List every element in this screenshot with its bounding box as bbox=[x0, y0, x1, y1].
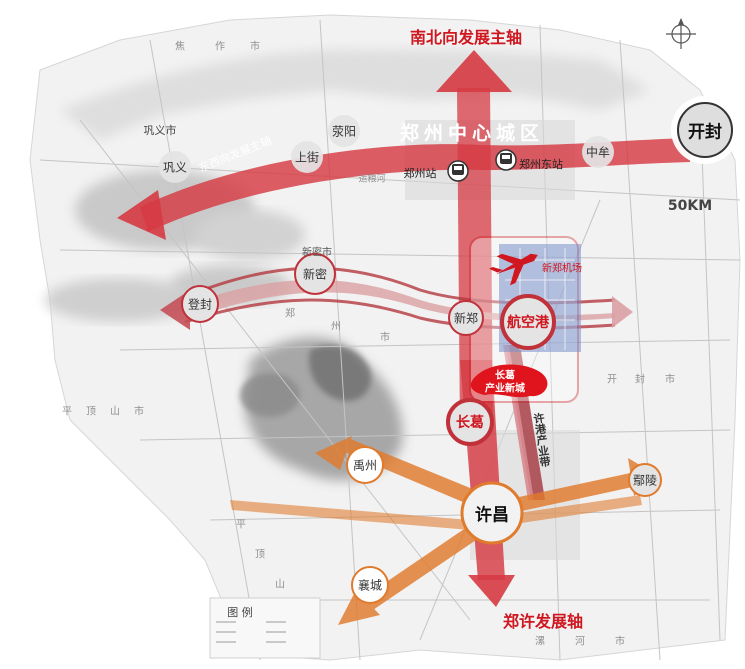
xinmi-city-label: 新密市 bbox=[302, 247, 332, 259]
node-xinmi: 新密 bbox=[302, 267, 328, 282]
gongyi-city-label: 巩义市 bbox=[143, 124, 177, 137]
faint-zhou: 州 bbox=[331, 321, 341, 333]
faint-ding: 顶 bbox=[255, 549, 265, 561]
legend-title: 图 例 bbox=[227, 606, 253, 619]
node-changge: 长葛 bbox=[456, 415, 484, 431]
node-xiangcheng: 襄城 bbox=[357, 578, 383, 593]
faint-feng: 封 bbox=[635, 374, 645, 386]
faint-shi2: 市 bbox=[380, 332, 390, 344]
node-xingyang: 荥阳 bbox=[331, 124, 357, 139]
faint-kai: 开 bbox=[607, 374, 617, 386]
changge-newtown-line1: 长葛 bbox=[495, 370, 515, 382]
faint-shi4: 市 bbox=[615, 636, 625, 648]
faint-ta: 漯 bbox=[535, 636, 545, 648]
node-dengfeng: 登封 bbox=[187, 297, 213, 312]
legend-box bbox=[209, 597, 321, 659]
zhengzhou-station-label: 郑州站 bbox=[403, 167, 437, 180]
faint-zheng: 郑 bbox=[285, 308, 295, 320]
faint-pingdingshan: 平顶山市 bbox=[62, 406, 158, 418]
node-hangkonggang: 航空港 bbox=[507, 315, 549, 331]
airplane-icon bbox=[489, 253, 538, 286]
faint-jiao: 焦 bbox=[175, 41, 185, 53]
east-west-axis-arrow bbox=[117, 138, 690, 240]
north-south-axis-label: 南北向发展主轴 bbox=[409, 28, 523, 47]
node-gongyi: 巩义 bbox=[162, 160, 188, 175]
node-zhongmou: 中牟 bbox=[585, 145, 611, 160]
faint-shi3: 市 bbox=[665, 374, 675, 386]
zhengzhou-east-station-label: 郑州东站 bbox=[519, 158, 563, 171]
node-shangjie: 上街 bbox=[294, 150, 320, 165]
zhengzhou-east-station-icon bbox=[495, 149, 517, 171]
node-kaifeng: 开封 bbox=[688, 122, 722, 143]
compass-icon bbox=[666, 18, 696, 49]
node-xinzheng: 新郑 bbox=[453, 311, 479, 326]
faint-shan: 山 bbox=[275, 579, 285, 591]
base-terrain bbox=[29, 14, 741, 661]
zhengxu-axis-label: 郑许发展轴 bbox=[502, 612, 584, 631]
zhengzhou-station-icon bbox=[447, 160, 469, 182]
node-yuzhou: 禹州 bbox=[352, 458, 378, 473]
faint-he: 河 bbox=[575, 636, 585, 648]
faint-shi: 市 bbox=[250, 41, 260, 53]
changge-newtown-line2: 产业新城 bbox=[485, 383, 525, 395]
airport-label: 新郑机场 bbox=[542, 263, 582, 275]
node-xuchang: 许昌 bbox=[475, 505, 509, 526]
faint-ping: 平 bbox=[236, 519, 246, 531]
faint-zuo: 作 bbox=[215, 41, 225, 53]
node-yanling: 鄢陵 bbox=[632, 473, 658, 488]
faint-yunliang: 运粮河 bbox=[358, 174, 386, 185]
zhengzhou-center-label: 郑州中心城区 bbox=[399, 122, 545, 145]
scale-label: 50KM bbox=[667, 198, 713, 214]
node-circles bbox=[159, 96, 739, 604]
